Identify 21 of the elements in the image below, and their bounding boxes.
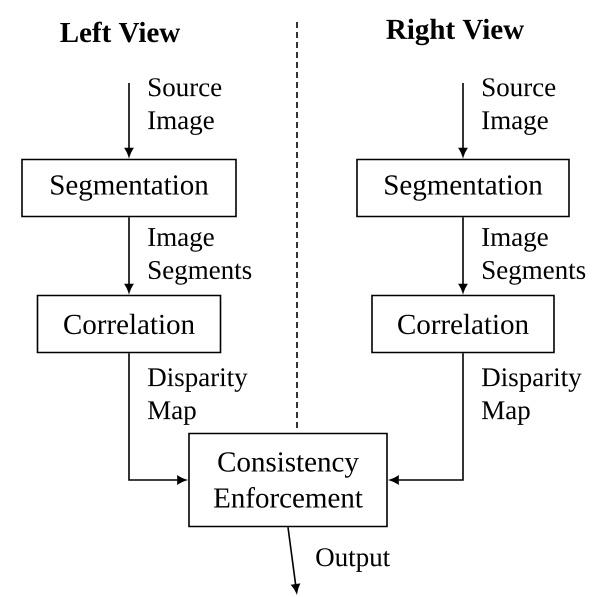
edge-label: Source Image xyxy=(148,78,222,135)
edge-label: Disparity Map xyxy=(482,368,582,425)
arrow xyxy=(390,353,464,484)
view-heading: Right View xyxy=(386,18,524,46)
edge-label: Image Segments xyxy=(482,228,586,285)
edge-label: Image Segments xyxy=(148,228,252,285)
process-box: Correlation xyxy=(371,294,555,354)
arrow xyxy=(287,527,300,594)
arrow xyxy=(124,217,134,293)
arrow xyxy=(128,353,186,484)
view-heading: Left View xyxy=(60,22,180,42)
process-box: Segmentation xyxy=(356,158,570,218)
arrow xyxy=(124,83,134,157)
process-box: Segmentation xyxy=(21,158,237,218)
edge-label: Output xyxy=(316,548,390,572)
edge-label: Disparity Map xyxy=(148,368,248,425)
process-box: Consistency Enforcement xyxy=(188,432,388,528)
arrow xyxy=(458,217,468,293)
arrow xyxy=(458,83,468,157)
process-box: Correlation xyxy=(36,294,222,354)
edge-label: Source Image xyxy=(482,78,556,135)
